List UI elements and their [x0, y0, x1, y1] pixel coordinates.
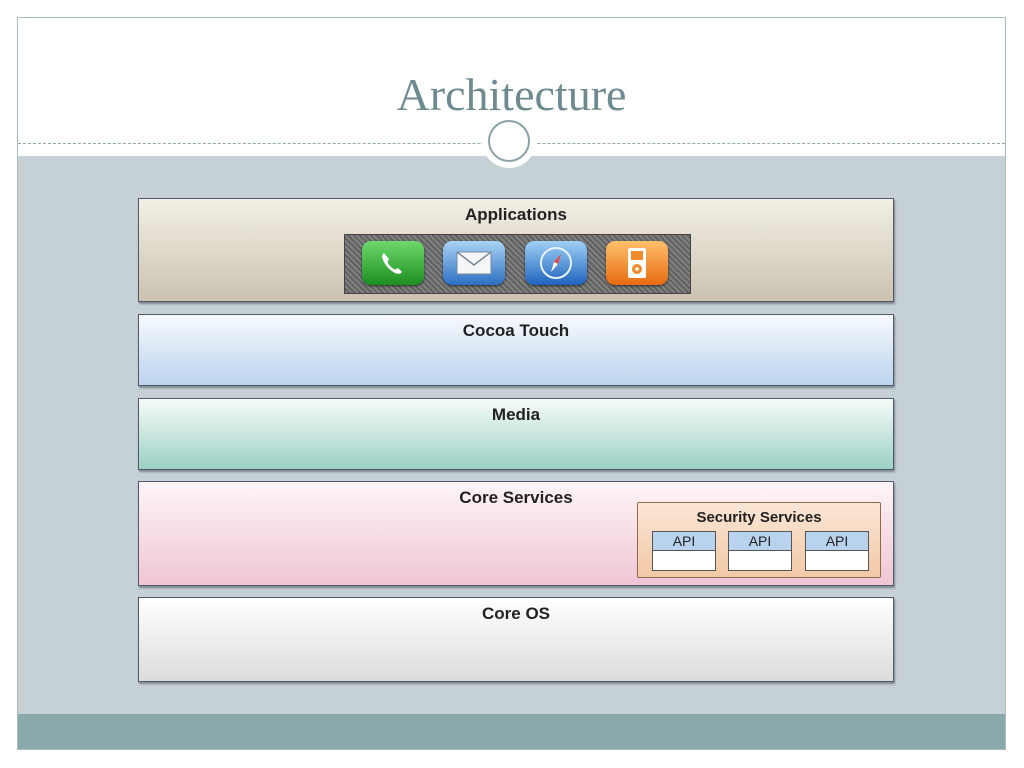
- safari-icon: [525, 241, 587, 285]
- security-services-box: Security Services API API API: [637, 502, 881, 578]
- media-label: Media: [491, 405, 541, 424]
- cocoa-touch-label: Cocoa Touch: [462, 321, 570, 340]
- api-box: API: [728, 531, 792, 571]
- media-layer: Media: [138, 398, 894, 470]
- api-box: API: [652, 531, 716, 571]
- api-box: API: [805, 531, 869, 571]
- phone-icon: [362, 241, 424, 285]
- ipod-icon: [606, 241, 668, 285]
- mail-icon: [443, 241, 505, 285]
- core-os-layer: Core OS: [138, 597, 894, 682]
- app-dock: [344, 234, 691, 294]
- security-services-label: Security Services: [696, 509, 822, 526]
- applications-label: Applications: [464, 205, 567, 224]
- slide-title: Architecture: [396, 69, 627, 120]
- content-area: Applications: [18, 156, 1005, 715]
- footer-bar: [18, 714, 1005, 749]
- core-services-label: Core Services: [459, 488, 573, 507]
- cocoa-touch-layer: Cocoa Touch: [138, 314, 894, 386]
- slide: Architecture Applications: [17, 17, 1006, 750]
- api-label: API: [806, 532, 868, 551]
- api-label: API: [729, 532, 791, 551]
- api-label: API: [653, 532, 715, 551]
- divider-ring-icon: [488, 120, 530, 162]
- applications-layer: Applications: [138, 198, 894, 302]
- core-os-label: Core OS: [481, 604, 551, 623]
- core-services-layer: Core Services Security Services API API …: [138, 481, 894, 586]
